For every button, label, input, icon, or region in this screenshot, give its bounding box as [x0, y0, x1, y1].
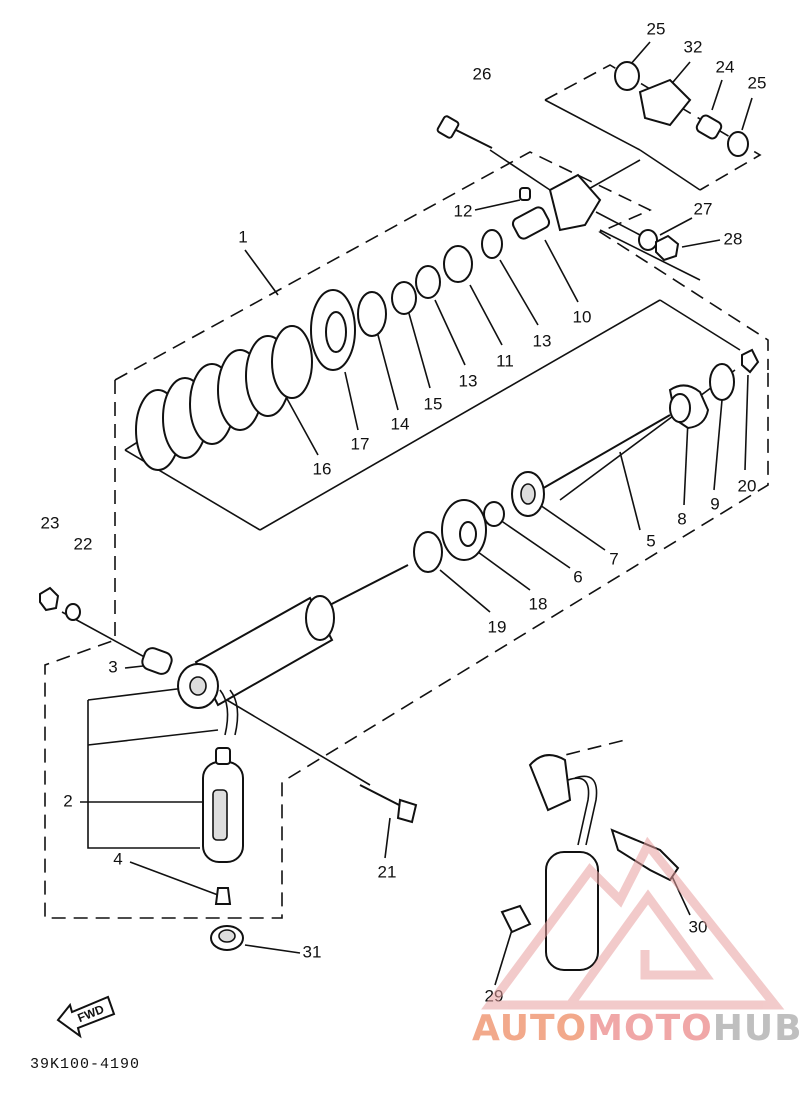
automotohub-logo-icon: [481, 836, 785, 1010]
callout-c6: 6: [573, 567, 582, 586]
callout-c22: 22: [74, 534, 93, 553]
callout-c31: 31: [303, 942, 322, 961]
callout-c16: 16: [313, 459, 332, 478]
callout-c19: 19: [488, 617, 507, 636]
spring-seat-17: [310, 289, 356, 371]
callout-c25b: 25: [748, 73, 767, 92]
shock-body-2: [177, 564, 409, 863]
callout-c11: 11: [496, 351, 514, 370]
callout-c15: 15: [424, 394, 443, 413]
bolt-21: [359, 784, 418, 824]
callout-c7: 7: [609, 549, 618, 568]
callout-c13a: 13: [533, 331, 552, 350]
piston-7: [511, 471, 545, 517]
forward-arrow: FWD: [56, 995, 116, 1039]
callout-c32: 32: [684, 37, 703, 56]
callout-c21: 21: [378, 862, 397, 881]
automotohub-wordmark: AUTOMOTOHUB: [472, 1008, 800, 1049]
group-boundary-bracket: [544, 64, 762, 191]
bushing-24: [695, 114, 723, 140]
callout-c24: 24: [716, 57, 735, 76]
wordmark-hub: HUB: [712, 1008, 800, 1049]
washer-6: [483, 501, 505, 527]
washer-13a: [415, 265, 441, 299]
nut-14: [357, 291, 387, 337]
clip-20: [741, 348, 760, 374]
callout-c23: 23: [41, 513, 60, 532]
washer-27: [638, 229, 658, 251]
collar-25b: [727, 131, 749, 157]
callout-c28: 28: [724, 229, 743, 248]
plate-9: [709, 363, 735, 401]
reference-code: 39K100-4190: [30, 1056, 141, 1073]
callout-c27: 27: [694, 199, 713, 218]
washer-13b: [481, 229, 503, 259]
cap-nut-31: [210, 925, 244, 951]
bolt-26: [436, 115, 493, 149]
washer-22: [65, 603, 81, 621]
callout-c17: 17: [351, 434, 370, 453]
callout-c13b: 13: [459, 371, 478, 390]
callout-c14: 14: [391, 414, 410, 433]
callout-c18: 18: [529, 594, 548, 613]
callout-c10: 10: [573, 307, 592, 326]
o-ring-19: [413, 531, 443, 573]
wordmark-auto: AUTO: [472, 1008, 588, 1049]
callout-c30: 30: [689, 917, 708, 936]
bearing-11: [443, 245, 473, 283]
callout-c4: 4: [113, 849, 122, 868]
group-boundary-upper: [114, 151, 769, 381]
wordmark-moto: MOTO: [587, 1008, 713, 1049]
nut-28: [655, 234, 680, 262]
bolt-4: [214, 887, 232, 905]
cap-18: [441, 499, 487, 561]
spring-16: [135, 325, 313, 471]
upper-joint-10: [511, 173, 602, 240]
callout-c2: 2: [63, 791, 72, 810]
callout-c20: 20: [738, 476, 757, 495]
callout-c5: 5: [646, 531, 655, 550]
group-boundary-lower: [44, 370, 769, 919]
rod-5: [539, 414, 671, 491]
collar-3: [141, 647, 173, 675]
callout-c3: 3: [108, 657, 117, 676]
bumper-8: [668, 384, 710, 430]
callout-c8: 8: [677, 509, 686, 528]
callout-c25a: 25: [647, 19, 666, 38]
callout-c9: 9: [710, 494, 719, 513]
callout-c12: 12: [454, 201, 473, 220]
pad-29: [500, 904, 532, 934]
collar-25a: [614, 61, 640, 91]
callout-c26: 26: [473, 64, 492, 83]
washer-15: [391, 281, 417, 315]
nut-23: [39, 586, 60, 612]
callout-c1: 1: [238, 227, 247, 246]
bracket-32: [638, 78, 692, 127]
